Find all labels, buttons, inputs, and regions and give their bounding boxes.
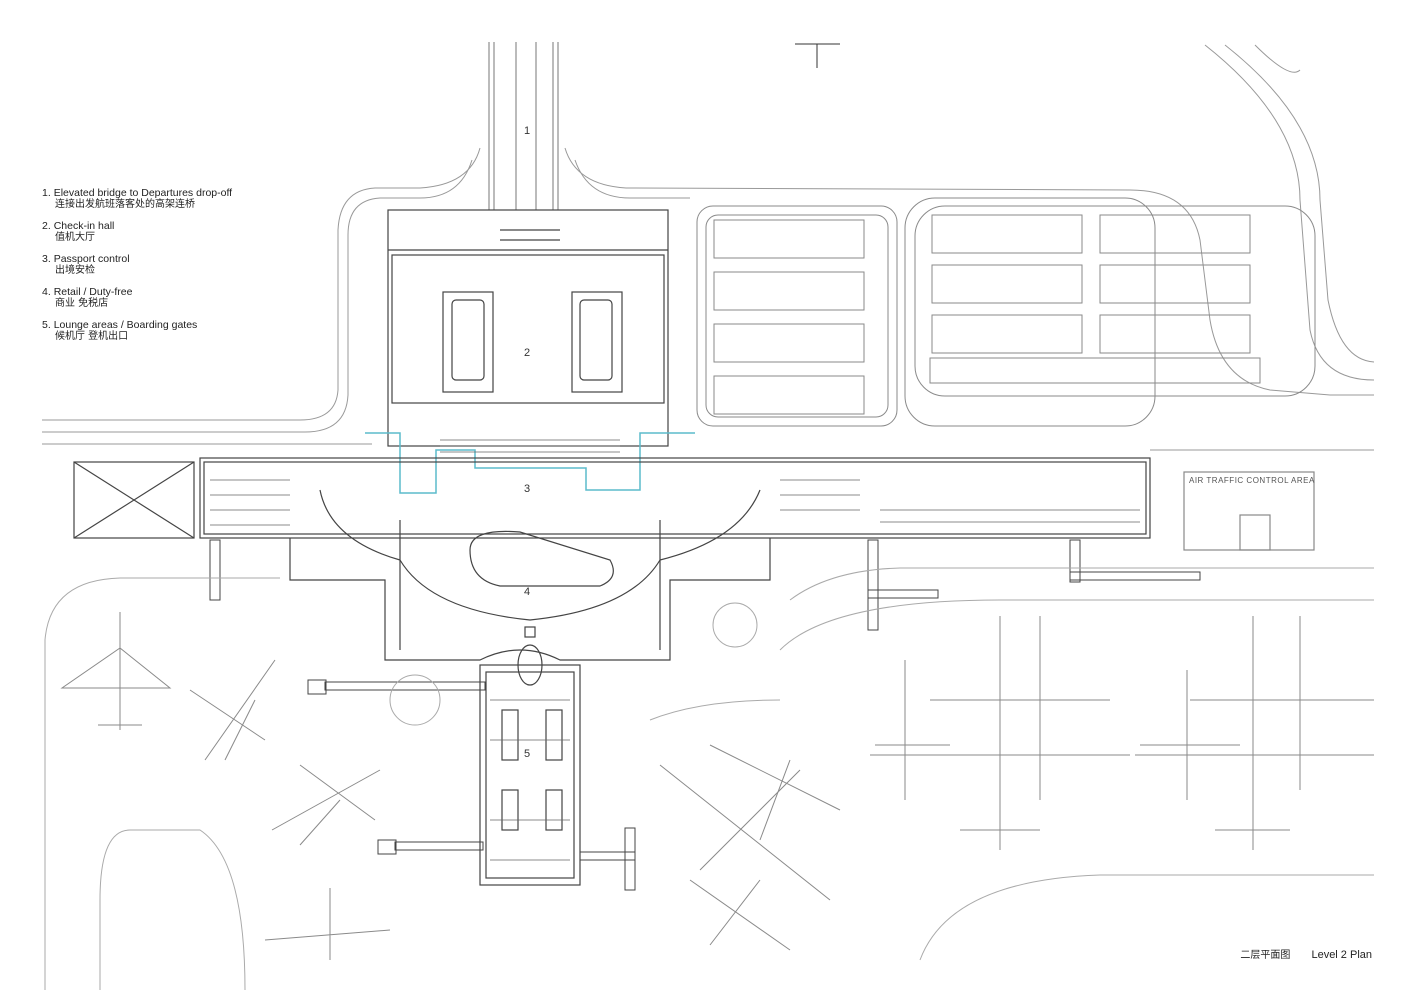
retail-hub — [289, 489, 771, 686]
legend-label-zh: 值机大厅 — [55, 232, 95, 243]
legend-number: 3. — [42, 253, 51, 265]
legend-label-en: Elevated bridge to Departures drop-off — [53, 187, 233, 199]
legend-item: 1. Elevated bridge to Departures drop-of… — [42, 187, 342, 211]
legend-item: 5. Lounge areas / Boarding gates 候机厅 登机出… — [42, 319, 342, 343]
legend-label-en: Passport control — [53, 253, 130, 265]
outer-road — [42, 44, 1375, 451]
jet-bridges — [209, 539, 1201, 891]
area-number-1: 1 — [524, 125, 530, 137]
air-traffic-control-label: AIR TRAFFIC CONTROL AREA — [1189, 476, 1315, 485]
legend: 1. Elevated bridge to Departures drop-of… — [42, 187, 342, 352]
legend-item: 4. Retail / Duty-free 商业 免税店 — [42, 286, 342, 310]
legend-item: 3. Passport control 出境安检 — [42, 253, 342, 277]
legend-label-zh: 候机厅 登机出口 — [55, 331, 129, 342]
check-in-hall — [387, 209, 669, 447]
area-number-4: 4 — [524, 586, 530, 598]
area-number-2: 2 — [524, 347, 530, 359]
legend-label-en: Retail / Duty-free — [53, 286, 133, 298]
legend-number: 1. — [42, 187, 51, 199]
aircraft — [60, 612, 1374, 960]
caption-zh: 二层平面图 — [1240, 950, 1291, 961]
seating-grid — [210, 439, 1140, 861]
legend-label-en: Lounge areas / Boarding gates — [53, 319, 198, 331]
legend-label-zh: 连接出发航班落客处的高架连桥 — [55, 199, 195, 210]
drawing-caption: 二层平面图 Level 2 Plan — [1240, 946, 1372, 961]
legend-number: 2. — [42, 220, 51, 232]
passport-control-line — [365, 432, 695, 494]
car-park-west — [696, 205, 898, 427]
area-number-3: 3 — [524, 483, 530, 495]
concourse-east-west — [73, 457, 1315, 551]
legend-number: 5. — [42, 319, 51, 331]
legend-label-zh: 出境安检 — [55, 265, 95, 276]
car-park-east — [904, 197, 1316, 427]
caption-en: Level 2 Plan — [1311, 949, 1372, 961]
legend-item: 2. Check-in hall 值机大厅 — [42, 220, 342, 244]
legend-number: 4. — [42, 286, 51, 298]
north-marker — [795, 43, 840, 68]
elevated-bridge — [488, 42, 559, 210]
boarding-pier — [479, 664, 581, 886]
legend-label-en: Check-in hall — [53, 220, 115, 232]
area-number-5: 5 — [524, 748, 530, 760]
apron-roads — [44, 567, 1374, 991]
legend-label-zh: 商业 免税店 — [55, 298, 109, 309]
